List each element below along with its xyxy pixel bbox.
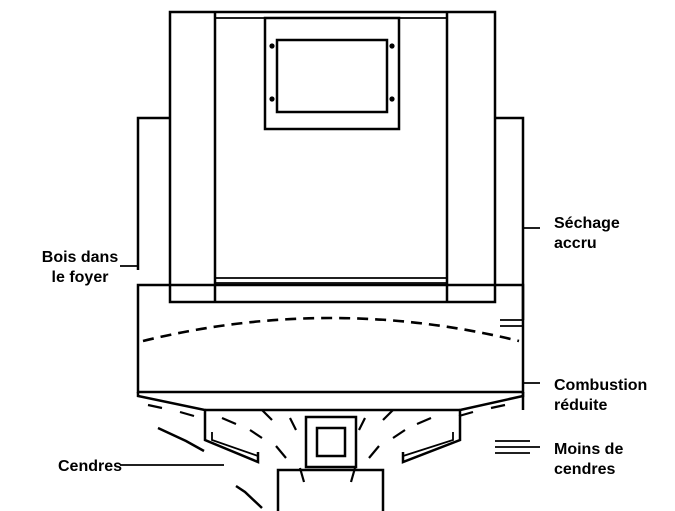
label-ash: Cendres xyxy=(58,458,122,475)
ash-bracket-lower xyxy=(235,484,263,509)
plate-window xyxy=(275,38,389,114)
ash-dash xyxy=(179,410,195,418)
label-less-ash-line2: cendres xyxy=(554,461,615,478)
drawer-frame xyxy=(304,415,358,469)
drawer-handle xyxy=(315,426,347,458)
ash-dash xyxy=(289,417,297,431)
label-combustion-line2: réduite xyxy=(554,397,607,414)
ash-dash xyxy=(249,429,263,439)
label-combustion-line1: Combustion xyxy=(554,377,647,394)
ash-dash xyxy=(221,416,237,426)
funnel-left-edge xyxy=(136,392,260,464)
ash-dash xyxy=(458,410,474,418)
ash-drawer xyxy=(276,415,385,511)
inspection-plate xyxy=(263,16,401,131)
ash-dash xyxy=(368,445,380,459)
ash-dash xyxy=(392,429,406,439)
ash-dash xyxy=(358,417,366,431)
funnel-inner-left xyxy=(211,432,259,457)
label-drying-line2: accru xyxy=(554,235,597,252)
ash-dash xyxy=(261,409,273,421)
label-drying-line1: Séchage xyxy=(554,215,620,232)
screw-icon xyxy=(269,43,275,49)
drawer-chute xyxy=(276,468,385,511)
label-less-ash-line1: Moins de xyxy=(554,441,623,458)
ash-funnel xyxy=(136,392,525,483)
ash-bracket-upper xyxy=(157,426,205,453)
combustion-chamber xyxy=(136,283,525,394)
ash-dash xyxy=(147,403,163,410)
screw-icon xyxy=(269,96,275,102)
funnel-right-edge xyxy=(401,392,525,464)
screw-icon xyxy=(389,43,395,49)
label-wood-line1: Bois dans xyxy=(42,249,119,266)
firebox-upper xyxy=(168,10,497,304)
label-wood-line2: le foyer xyxy=(52,269,109,286)
ash-dash xyxy=(416,416,432,426)
ash-dash xyxy=(490,403,506,410)
screw-icon xyxy=(389,96,395,102)
hopper-outline xyxy=(168,10,497,304)
plate-outer xyxy=(263,16,401,131)
ash-dash xyxy=(275,445,287,459)
ash-dash xyxy=(382,409,394,421)
drying-bracket-line xyxy=(495,116,525,320)
wood-bracket-line xyxy=(136,116,170,270)
chamber-outline xyxy=(136,283,525,394)
flame-dashed-arc xyxy=(142,316,520,343)
funnel-inner-right xyxy=(402,432,454,457)
